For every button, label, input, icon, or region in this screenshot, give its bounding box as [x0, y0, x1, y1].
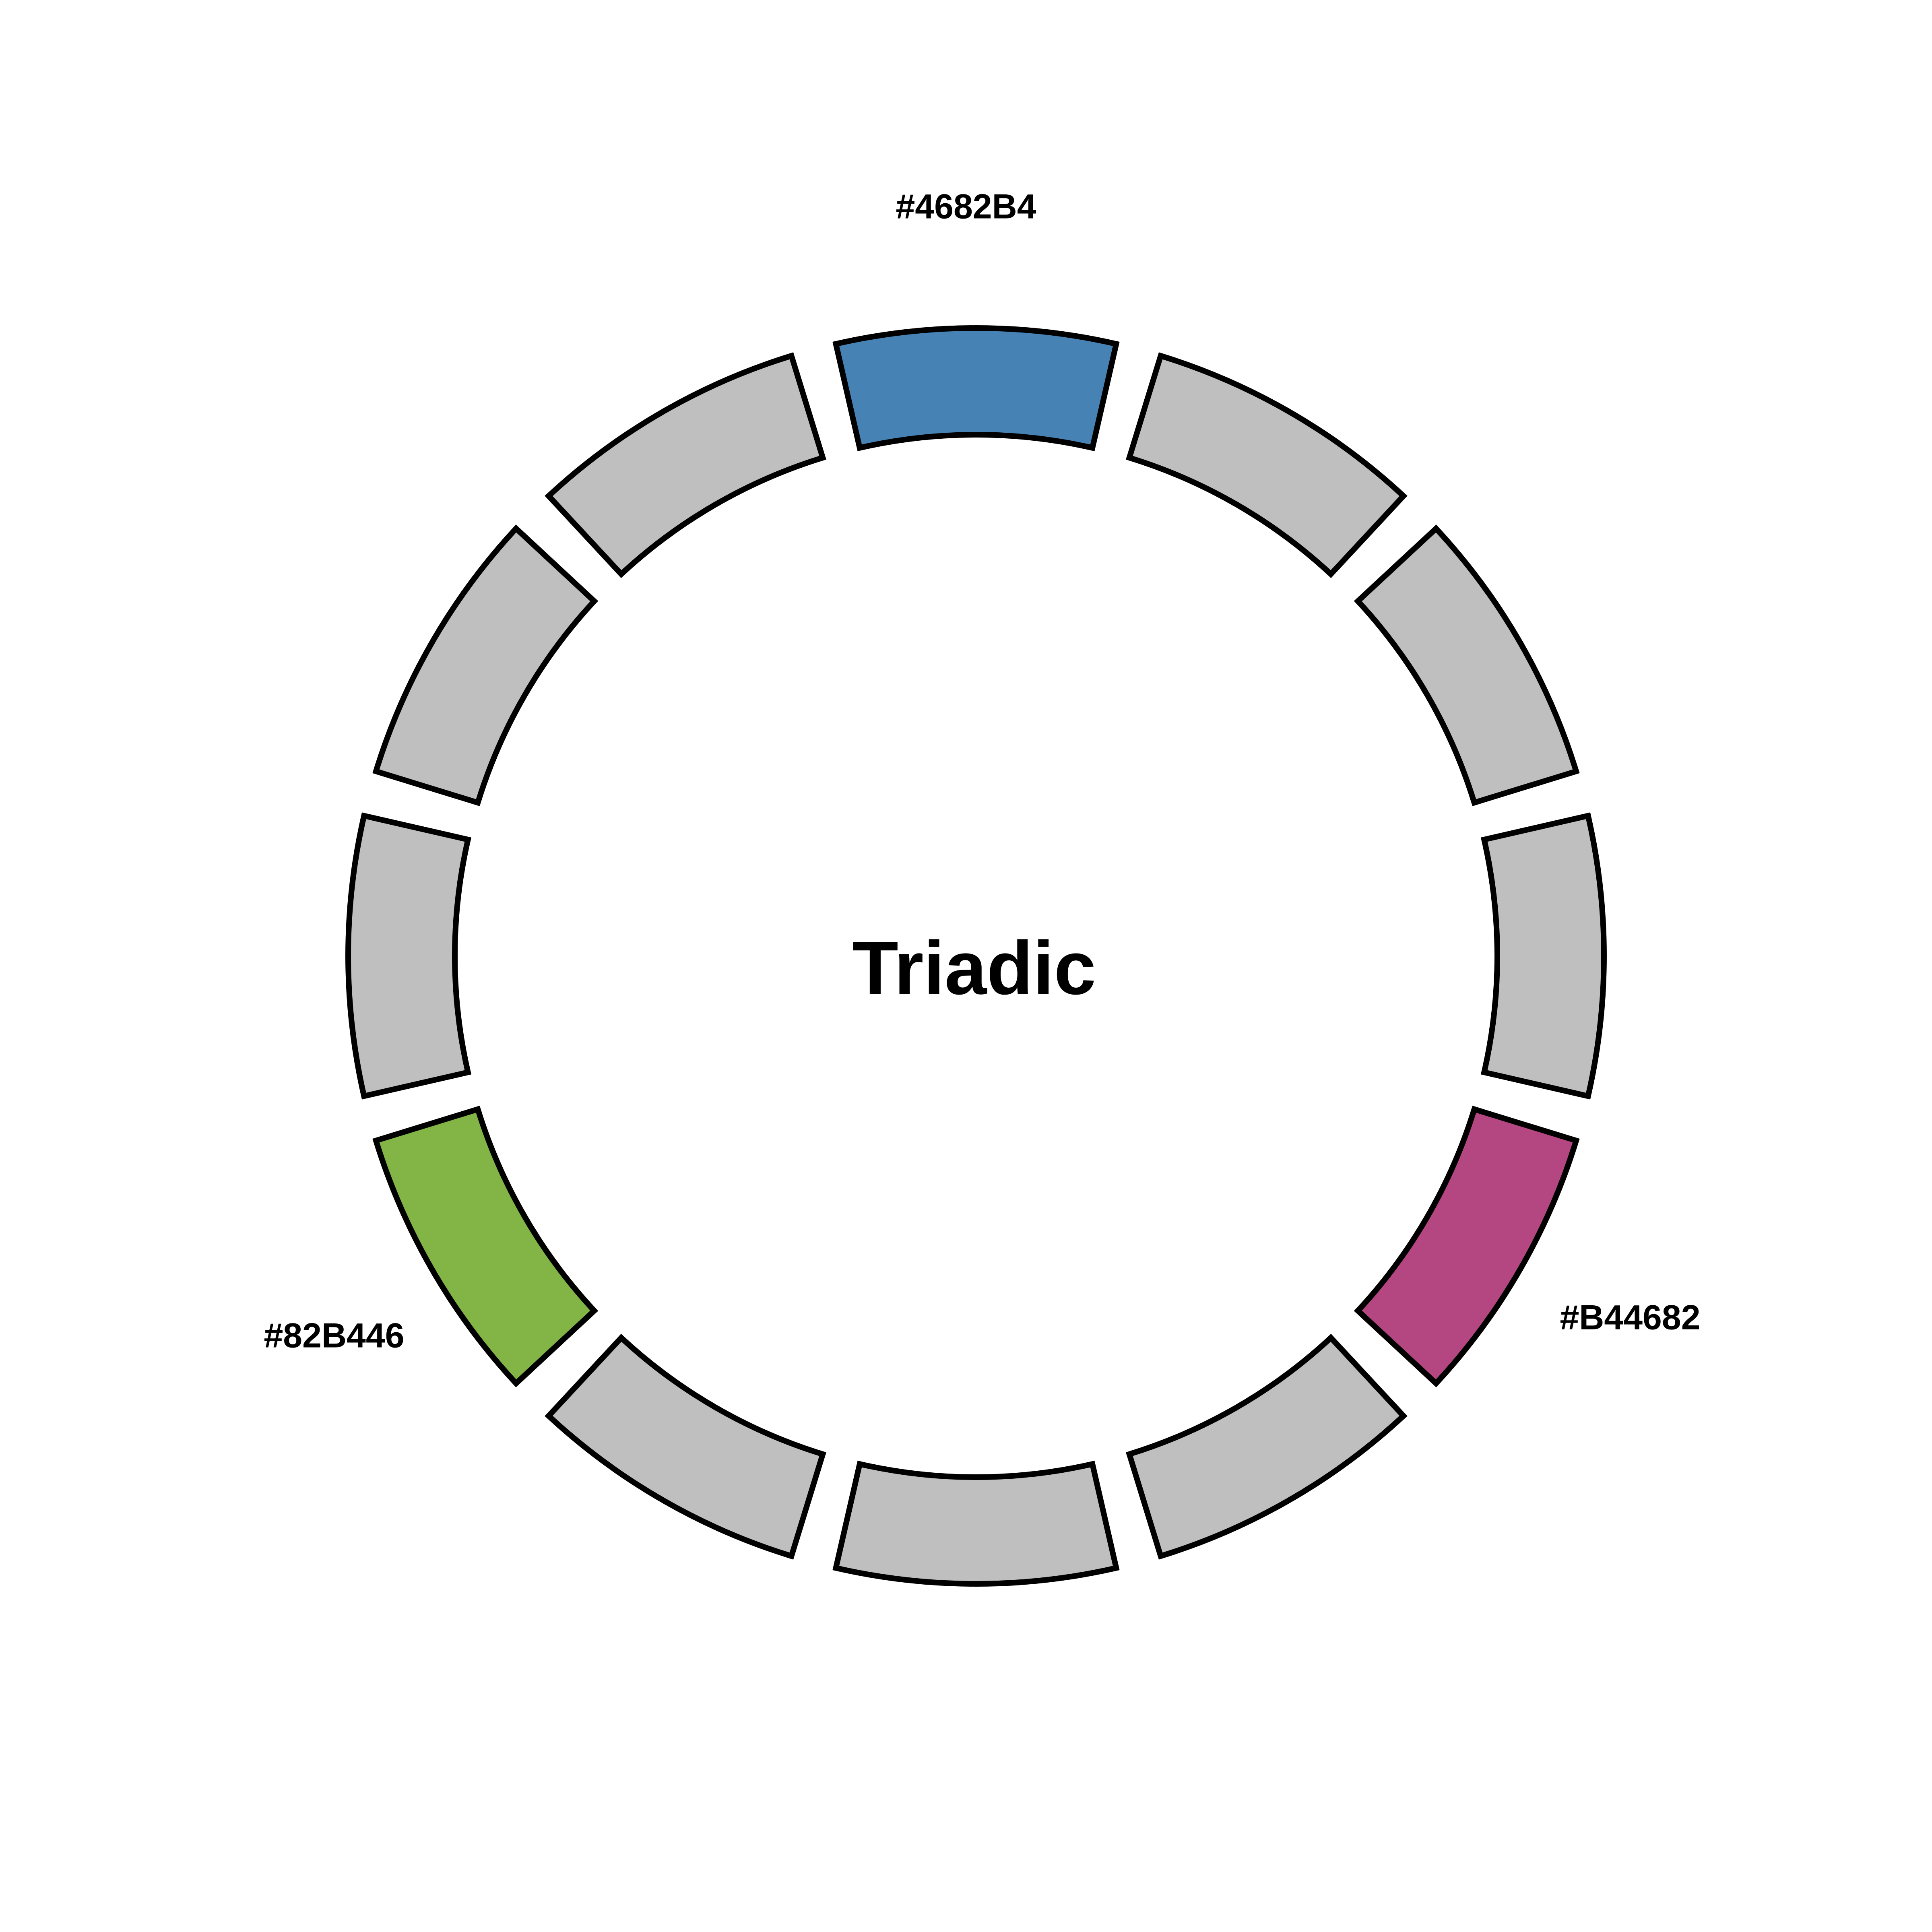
label-right: #B44682	[1560, 1298, 1700, 1337]
wheel-segment-2	[1354, 524, 1580, 806]
wheel-segment-3	[1480, 812, 1607, 1100]
scheme-title: Triadic	[852, 926, 1096, 1010]
highlight-segment-4682b4	[832, 325, 1120, 452]
wheel-segment-6	[832, 1460, 1120, 1587]
wheel-segment-9	[345, 812, 472, 1100]
label-left: #82B446	[264, 1317, 404, 1355]
wheel-segment-11	[545, 352, 826, 578]
wheel-segment-1	[1126, 352, 1408, 578]
wheel-segment-10	[372, 524, 599, 806]
highlight-segment-82b446	[372, 1106, 599, 1387]
wheel-segment-7	[545, 1333, 826, 1560]
label-top: #4682B4	[896, 188, 1036, 226]
highlight-segment-b44682	[1354, 1106, 1580, 1387]
wheel-segment-5	[1126, 1333, 1408, 1560]
wheel-segments	[345, 325, 1607, 1587]
